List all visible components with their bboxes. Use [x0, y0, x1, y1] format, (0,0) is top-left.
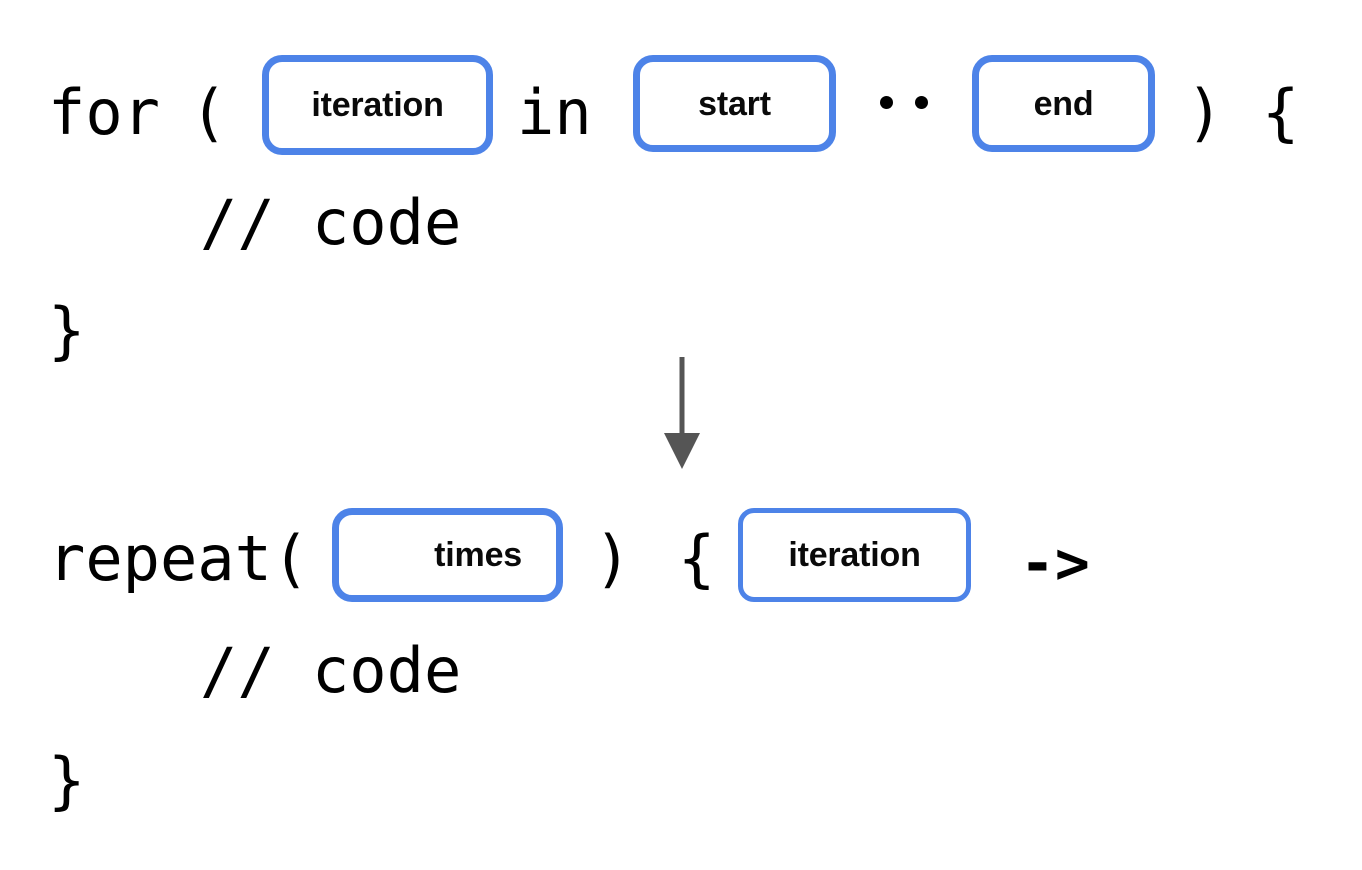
slot-iteration-after-label: iteration — [788, 536, 921, 574]
slot-iteration-before-label: iteration — [311, 86, 444, 124]
in-operator: in — [517, 76, 592, 149]
after-close-brace: } — [48, 744, 86, 817]
close-paren: ) — [1186, 76, 1224, 149]
slot-start[interactable]: start — [633, 55, 836, 152]
after-close-paren: ) — [594, 522, 632, 595]
before-comment: // code — [200, 186, 462, 259]
range-operator-dots — [880, 96, 928, 109]
before-close-brace: } — [48, 294, 86, 367]
slot-start-label: start — [698, 84, 771, 123]
open-brace: { — [1262, 76, 1300, 149]
slot-times-label: times — [434, 536, 522, 574]
repeat-function: repeat( — [48, 522, 310, 595]
arrow-down-icon — [650, 355, 714, 477]
lambda-arrow: -> — [1020, 529, 1090, 597]
open-paren: ( — [190, 76, 228, 149]
after-open-brace: { — [678, 522, 716, 595]
slot-end-label: end — [1033, 84, 1094, 123]
slot-iteration-after[interactable]: iteration — [738, 508, 971, 602]
after-comment: // code — [200, 634, 462, 707]
slot-times[interactable]: times — [332, 508, 563, 602]
for-keyword: for — [48, 76, 160, 149]
slot-iteration-before[interactable]: iteration — [262, 55, 493, 155]
slot-end[interactable]: end — [972, 55, 1155, 152]
